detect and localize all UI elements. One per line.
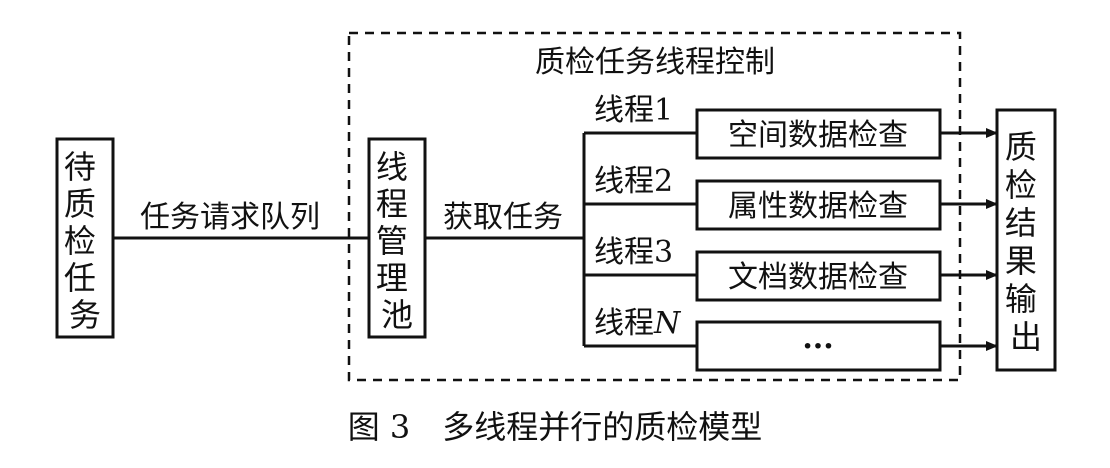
thread-2-prefix: 线程 [594,164,654,199]
queue-label: 任务请求队列 [140,200,320,235]
pending-tasks-char: 任 [64,259,96,297]
thread-3-prefix: 线程 [594,235,654,270]
thread-1-label: 线程1 [594,93,673,128]
qc-result-char: 检 [1005,166,1037,204]
thread-n-task-box [695,320,942,372]
pending-tasks-char: 检 [64,222,96,260]
qc-result-char: 出 [1010,318,1042,356]
pending-tasks-char: 务 [69,296,101,334]
thread-n-prefix: 线程 [594,306,654,341]
qc-result-char: 质 [1005,128,1037,166]
pending-tasks-char: 待 [64,148,96,186]
thread-2-label: 线程2 [594,164,673,199]
qc-result-output-box [995,108,1057,372]
thread-control-region [347,31,962,382]
thread-pool-char: 池 [381,296,413,334]
thread-n-label: 线程N [594,306,682,341]
qc-result-output-label: 质 检 结 果 输 出 [1005,128,1047,356]
thread-pool-label: 线 程 管 理 池 [376,148,418,334]
thread-3-number: 3 [654,235,673,270]
pending-tasks-box [55,137,115,339]
thread-1-task-box [695,108,942,160]
fetch-label: 获取任务 [443,200,563,235]
thread-pool-char: 理 [376,259,408,297]
qc-result-char: 结 [1005,204,1037,242]
qc-result-char: 果 [1005,242,1037,280]
thread-1-number: 1 [654,93,673,128]
qc-result-char: 输 [1005,280,1037,318]
thread-2-number: 2 [654,164,673,199]
thread-pool-box [367,137,427,339]
thread-pool-char: 管 [376,222,408,260]
thread-n-task-label: ··· [802,329,833,364]
thread-pool-char: 线 [376,148,408,186]
thread-3-task-label: 文档数据检查 [728,260,908,295]
thread-3-label: 线程3 [594,235,673,270]
thread-pool-char: 程 [376,185,408,223]
thread-control-title: 质检任务线程控制 [535,45,775,80]
thread-1-prefix: 线程 [594,93,654,128]
thread-1-task-label: 空间数据检查 [728,118,908,153]
pending-tasks-label: 待 质 检 任 务 [64,148,106,334]
thread-3-task-box [695,250,942,302]
thread-2-task-label: 属性数据检查 [728,189,908,224]
figure-caption: 图 3 多线程并行的质检模型 [348,408,763,446]
thread-n-number: N [653,306,682,341]
pending-tasks-char: 质 [64,185,96,223]
